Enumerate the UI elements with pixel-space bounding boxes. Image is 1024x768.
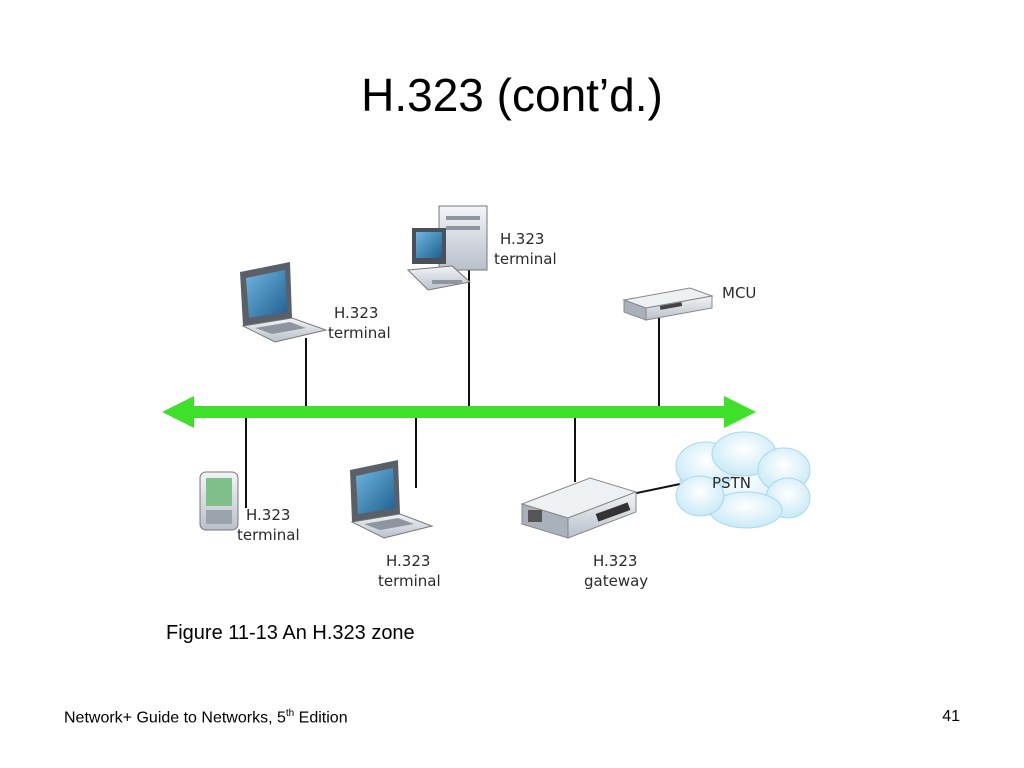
- svg-text:H.323: H.323: [334, 304, 378, 322]
- footer-book-name: Network+ Guide to Networks, 5: [64, 709, 286, 727]
- footer-superscript: th: [285, 708, 295, 719]
- connector-lines: [245, 268, 681, 508]
- desktop-top-label: H.323 terminal: [494, 230, 557, 268]
- pstn-label: PSTN: [712, 474, 751, 492]
- footer-book-title: Network+ Guide to Networks, 5th Edition: [64, 708, 348, 727]
- laptop-top-label: H.323 terminal: [328, 304, 391, 342]
- pstn-cloud-icon: [675, 431, 811, 529]
- mcu-label: MCU: [722, 284, 756, 302]
- svg-text:terminal: terminal: [494, 250, 557, 268]
- svg-text:terminal: terminal: [237, 526, 300, 544]
- network-backbone-arrow: [162, 396, 756, 428]
- pda-icon: [199, 471, 239, 531]
- gateway-label: H.323 gateway: [584, 552, 648, 590]
- gateway-icon: [520, 477, 638, 539]
- svg-text:H.323: H.323: [246, 506, 290, 524]
- laptop-top-icon: [240, 262, 328, 343]
- mcu-icon: [622, 287, 714, 321]
- footer-edition: Edition: [294, 709, 348, 727]
- desktop-top-icon: [406, 205, 488, 291]
- laptop-bottom-label: H.323 terminal: [378, 552, 441, 590]
- svg-text:PSTN: PSTN: [712, 474, 751, 492]
- figure-caption: Figure 11-13 An H.323 zone: [166, 622, 415, 644]
- svg-text:H.323: H.323: [386, 552, 430, 570]
- svg-text:gateway: gateway: [584, 572, 648, 590]
- pda-label: H.323 terminal: [237, 506, 300, 544]
- slide-title: H.323 (cont’d.): [361, 69, 663, 121]
- svg-text:MCU: MCU: [722, 284, 756, 302]
- svg-text:H.323: H.323: [593, 552, 637, 570]
- svg-text:terminal: terminal: [328, 324, 391, 342]
- svg-text:H.323: H.323: [500, 230, 544, 248]
- page-number: 41: [942, 708, 960, 725]
- svg-text:terminal: terminal: [378, 572, 441, 590]
- laptop-bottom-icon: [350, 460, 434, 539]
